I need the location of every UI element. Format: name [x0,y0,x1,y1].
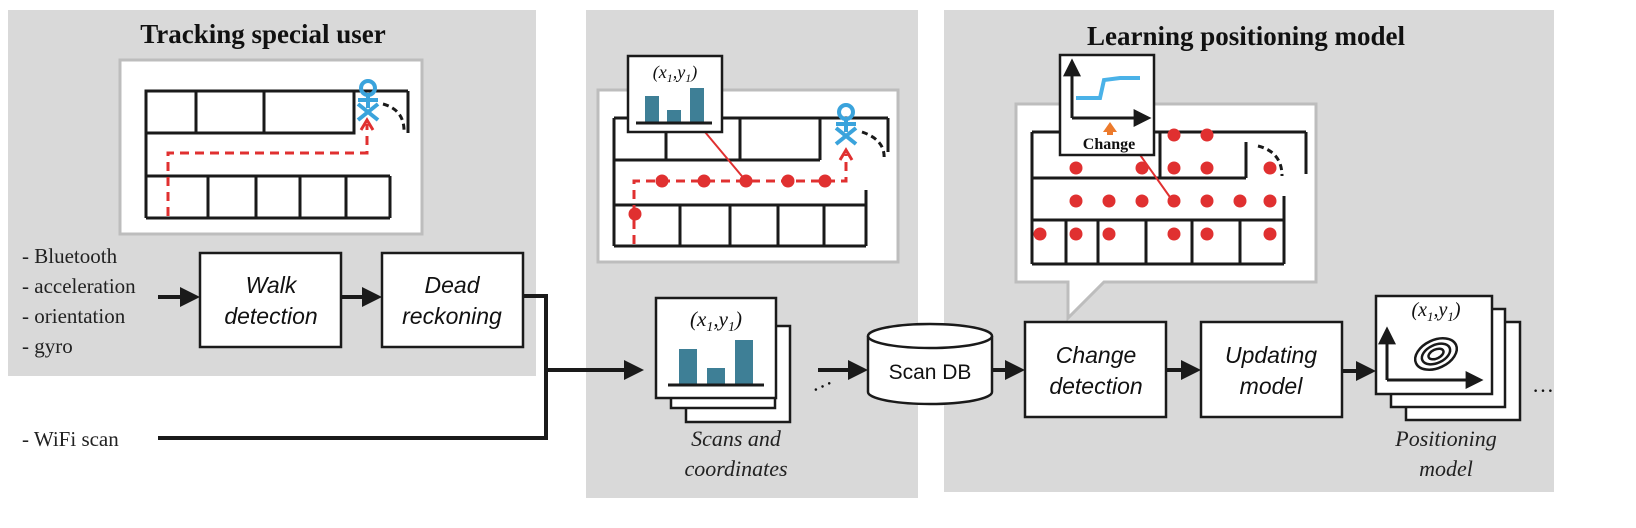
floorplan-learning: Change [1014,53,1318,322]
floorplan-scans: (x1,y1) [596,54,900,264]
fingerprint-dots [1033,128,1277,241]
svg-text:(x1,y1): (x1,y1) [1411,299,1460,324]
change-chart-inset: Change [1058,53,1156,157]
sensor-gyro: - gyro [22,334,73,358]
sensor-wifi: - WiFi scan [22,427,119,451]
sensor-acceleration: - acceleration [22,274,136,298]
dead-reckoning-box: Dead reckoning [380,251,525,349]
svg-text:(x1,y1): (x1,y1) [653,62,697,85]
change-detection-line2: detection [1049,373,1142,399]
updating-model-box: Updating model [1199,320,1344,419]
scan-db-label: Scan DB [889,361,972,384]
sensor-bluetooth: - Bluetooth [22,244,118,268]
panel-learning-title: Learning positioning model [1087,21,1406,51]
walk-detection-box: Walk detection [198,251,343,349]
scans-stack: (x1,y1) … [654,296,835,424]
sensor-orientation: - orientation [22,304,126,328]
caption-positioning-line2: model [1419,456,1473,481]
dead-reckoning-line2: reckoning [402,303,502,329]
caption-scans-line2: coordinates [684,456,787,481]
change-detection-box: Change detection [1023,320,1168,419]
caption-scans-line1: Scans and [691,426,782,451]
user-figure-icon-2 [834,103,858,146]
svg-text:…: … [1532,372,1554,397]
caption-positioning-line1: Positioning [1394,426,1496,451]
change-label: Change [1083,136,1135,153]
flow-arrows-left [158,287,644,440]
walk-detection-line2: detection [224,303,317,329]
updating-model-line2: model [1240,373,1304,399]
updating-model-line1: Updating [1225,342,1317,368]
change-detection-line1: Change [1056,342,1137,368]
walk-detection-line1: Walk [246,272,298,298]
floorplan-tracking [118,58,424,236]
scan-histogram-inset: (x1,y1) [626,54,724,134]
scan-db-cylinder: Scan DB [866,322,994,406]
panel-tracking-title: Tracking special user [140,19,386,49]
dead-reckoning-line1: Dead [425,272,481,298]
positioning-model-stack: (x1,y1) … [1374,294,1554,422]
svg-text:(x1,y1): (x1,y1) [690,307,742,335]
user-figure-icon [356,79,380,122]
